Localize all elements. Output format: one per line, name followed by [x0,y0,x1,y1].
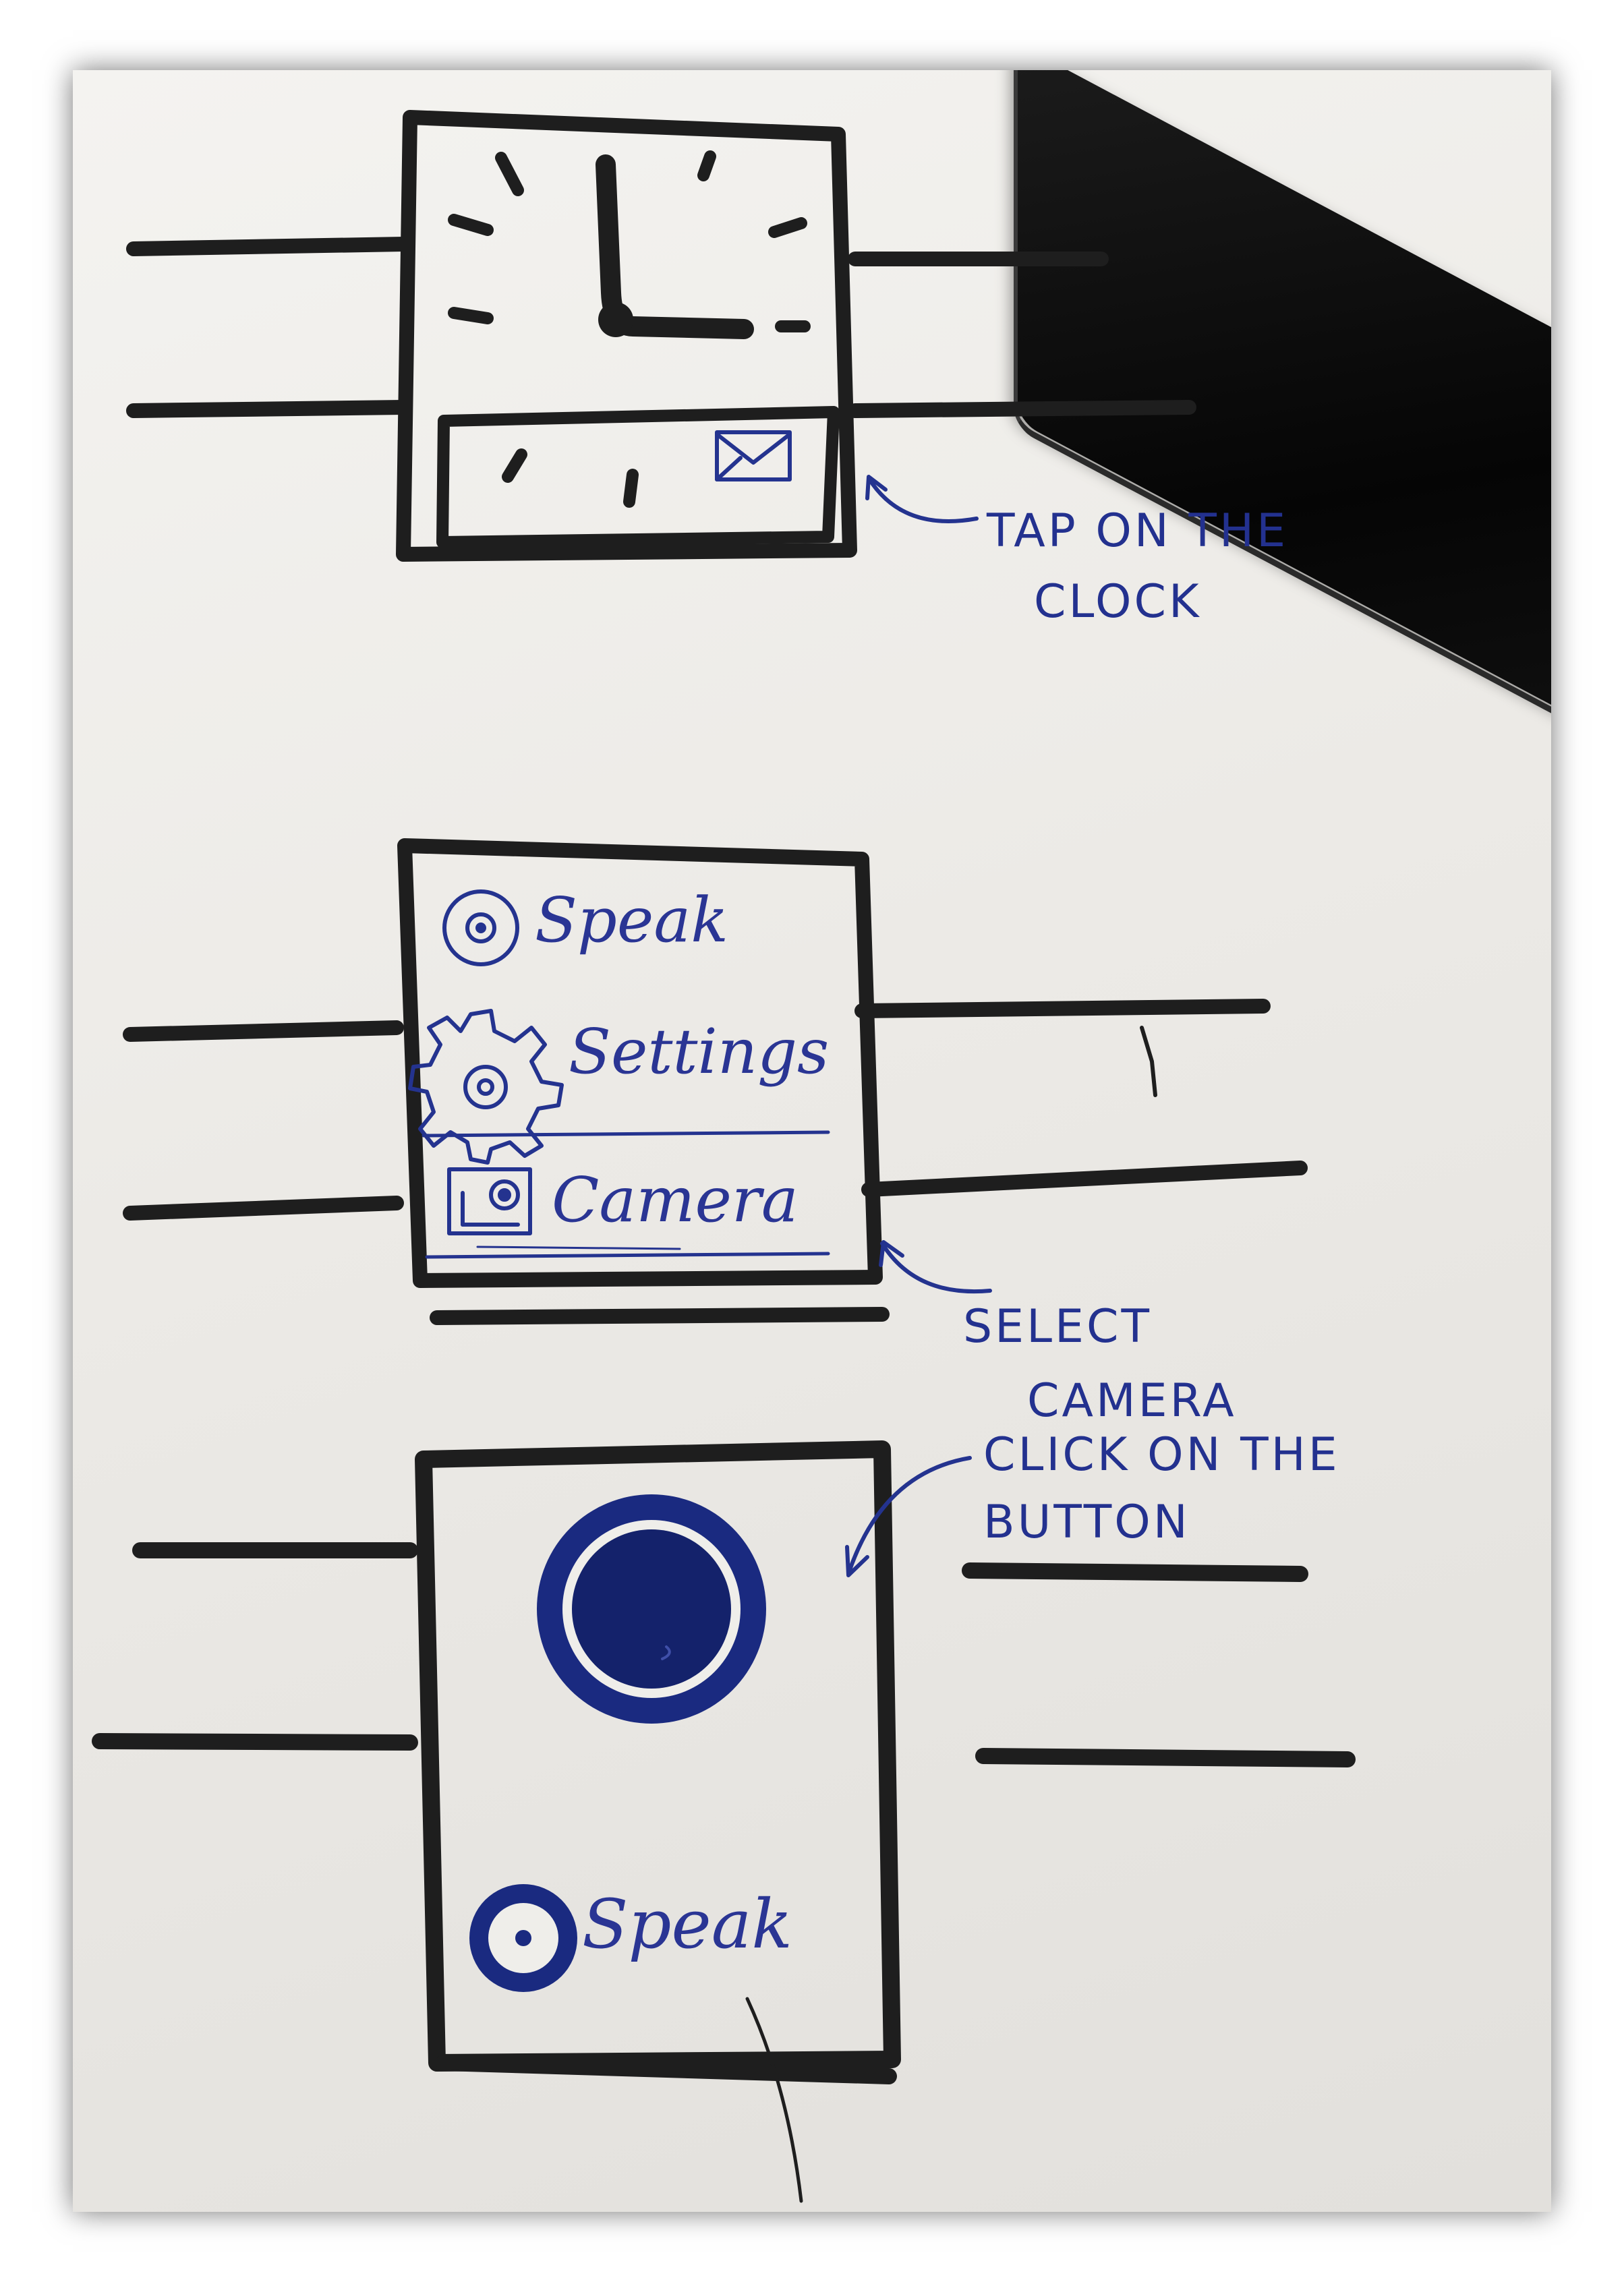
annotation-click-button-1: CLICK ON THE [983,1428,1340,1482]
click-button-arrow [845,1456,972,1577]
annotation-tap-clock-2: CLOCK [1034,575,1202,628]
camera-icon [447,1167,532,1235]
sketch-drawing [92,110,1356,2203]
annotation-tap-clock-1: TAP ON THE [987,504,1289,558]
capture-button-icon[interactable] [537,1494,766,1724]
menu-dividers [422,1130,830,1259]
watch-3 [92,1440,1356,2084]
menu-item-speak[interactable]: Speak [535,884,728,956]
gear-icon [408,1009,564,1165]
annotation-click-button-2: BUTTON [983,1496,1190,1549]
select-camera-arrow [879,1240,992,1294]
menu-item-camera[interactable]: Camera [552,1164,799,1236]
watch-1 [126,110,1196,562]
speak-label[interactable]: Speak [582,1885,792,1964]
speak-button-icon[interactable] [469,1884,577,1992]
speak-icon [442,889,519,966]
tap-clock-arrow [865,475,979,523]
speak-pointer-line [745,1997,803,2203]
annotation-select-camera-2: CAMERA [1027,1374,1237,1428]
clock-face[interactable] [448,150,811,508]
menu-item-settings[interactable]: Settings [569,1016,830,1088]
envelope-icon [715,430,792,481]
watch-2 [123,838,1308,1325]
sketch-photo: TAP ON THE CLOCK Speak Settings Camera S… [73,70,1551,2212]
annotation-select-camera-1: SELECT [963,1300,1152,1353]
